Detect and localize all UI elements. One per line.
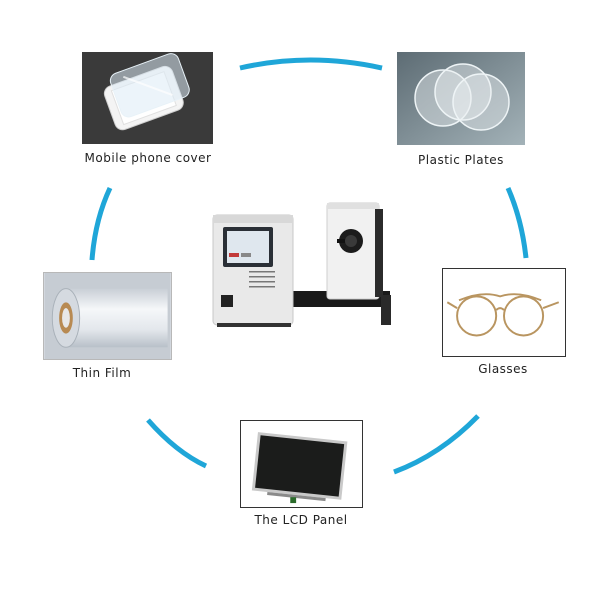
mobile-phone-cover-label: Mobile phone cover	[84, 151, 212, 165]
thin-film-label: Thin Film	[72, 366, 132, 380]
film-roll-icon	[44, 273, 171, 359]
plastic-plates-tile	[397, 52, 525, 145]
haze-meter-device-icon	[212, 202, 391, 327]
arc-bottom-right	[393, 414, 480, 475]
thin-film-tile	[43, 272, 172, 360]
arc-top-right	[505, 186, 529, 259]
phone-screen-protector-icon	[82, 52, 213, 144]
plastic-discs-icon	[397, 52, 525, 145]
arc-top-left	[89, 186, 113, 261]
lcd-panel-icon	[251, 432, 348, 504]
mobile-phone-cover-tile	[82, 52, 213, 144]
eyeglasses-icon	[446, 293, 560, 337]
lcd-panel-tile	[240, 420, 363, 508]
arc-top	[239, 57, 383, 71]
lcd-panel-label: The LCD Panel	[254, 513, 348, 527]
arc-bottom-left	[146, 418, 208, 469]
plastic-plates-label: Plastic Plates	[418, 153, 504, 167]
glasses-label: Glasses	[478, 362, 528, 376]
haze-meter-device	[205, 195, 400, 330]
glasses-tile	[442, 268, 566, 357]
